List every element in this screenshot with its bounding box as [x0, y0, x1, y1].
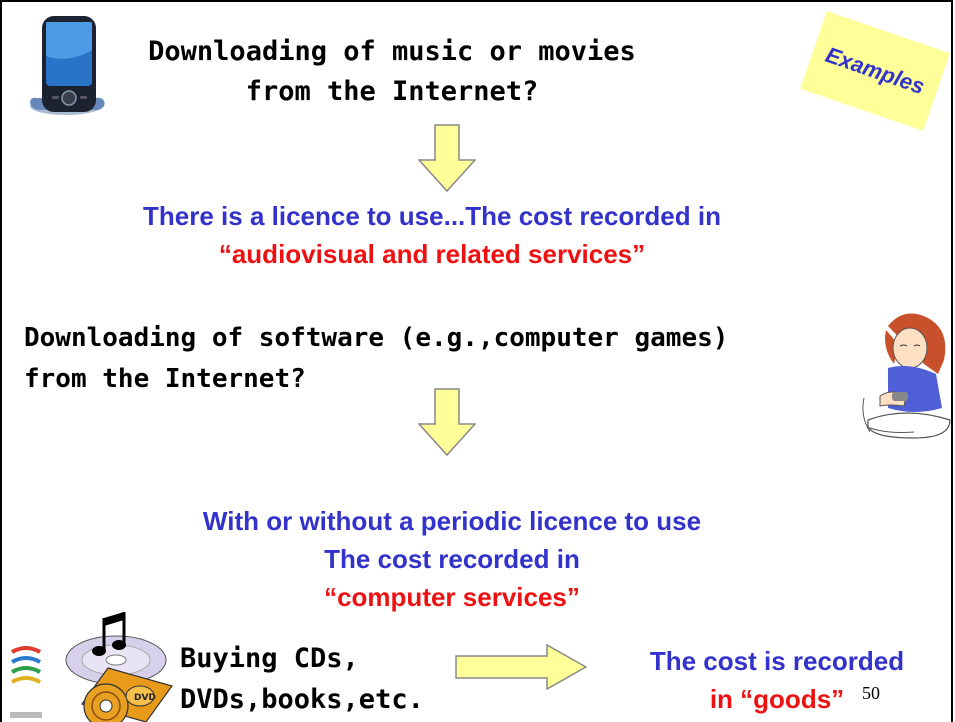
- answer-prefix: in: [709, 684, 741, 714]
- answer-highlight: “computer services”: [324, 582, 580, 612]
- examples-badge: Examples: [800, 11, 950, 131]
- girl-gamer-clipart-icon: [862, 313, 951, 439]
- question-line: from the Internet?: [245, 76, 539, 107]
- question-software: Downloading of software (e.g.,computer g…: [24, 318, 884, 400]
- question-line: Downloading of music or movies: [148, 36, 636, 67]
- answer-line: The cost is recorded: [649, 646, 905, 676]
- answer-goods: The cost is recorded in “goods”: [592, 642, 951, 718]
- question-music-movies: Downloading of music or movies from the …: [132, 32, 652, 112]
- question-buying: Buying CDs, DVDs,books,etc.: [180, 638, 424, 720]
- question-line: from the Internet?: [24, 364, 306, 394]
- mobile-phone-icon: [30, 16, 105, 115]
- answer-line: The cost recorded in: [324, 544, 580, 574]
- answer-audiovisual: There is a licence to use...The cost rec…: [32, 197, 832, 273]
- wto-logo-icon: [10, 646, 42, 718]
- answer-line: With or without a periodic licence to us…: [202, 506, 702, 536]
- dvd-icon: DVD: [81, 667, 173, 722]
- svg-text:DVD: DVD: [134, 693, 156, 703]
- right-arrow-icon: [455, 644, 587, 690]
- question-line: Downloading of software (e.g.,computer g…: [24, 323, 729, 353]
- down-arrow-icon: [418, 124, 476, 192]
- answer-highlight: “audiovisual and related services”: [218, 239, 646, 269]
- question-line: DVDs,books,etc.: [180, 684, 424, 715]
- question-line: Buying CDs,: [180, 643, 359, 674]
- page-number: 50: [862, 683, 880, 703]
- down-arrow-icon: [418, 388, 476, 456]
- answer-line: There is a licence to use...The cost rec…: [143, 201, 721, 231]
- answer-highlight: “goods”: [740, 684, 845, 714]
- answer-computer-services: With or without a periodic licence to us…: [102, 502, 802, 616]
